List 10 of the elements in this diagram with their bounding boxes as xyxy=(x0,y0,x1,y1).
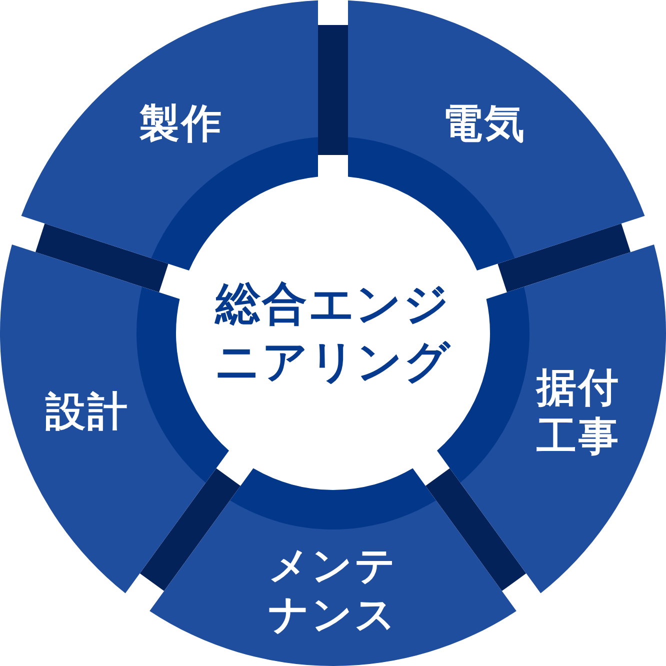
ring-segment xyxy=(150,468,516,666)
segment-label: 製作 xyxy=(138,100,224,149)
divider-bar xyxy=(318,25,348,155)
ring-segment xyxy=(21,0,318,270)
center-label: 総合エンジニアリング xyxy=(209,274,457,392)
ring-segment xyxy=(348,0,645,270)
segment-label: メンテナンス xyxy=(268,542,398,640)
segment-label: 電気 xyxy=(442,100,528,149)
segment-label: 設計 xyxy=(44,388,131,438)
segment-label: 据付工事 xyxy=(534,364,622,462)
